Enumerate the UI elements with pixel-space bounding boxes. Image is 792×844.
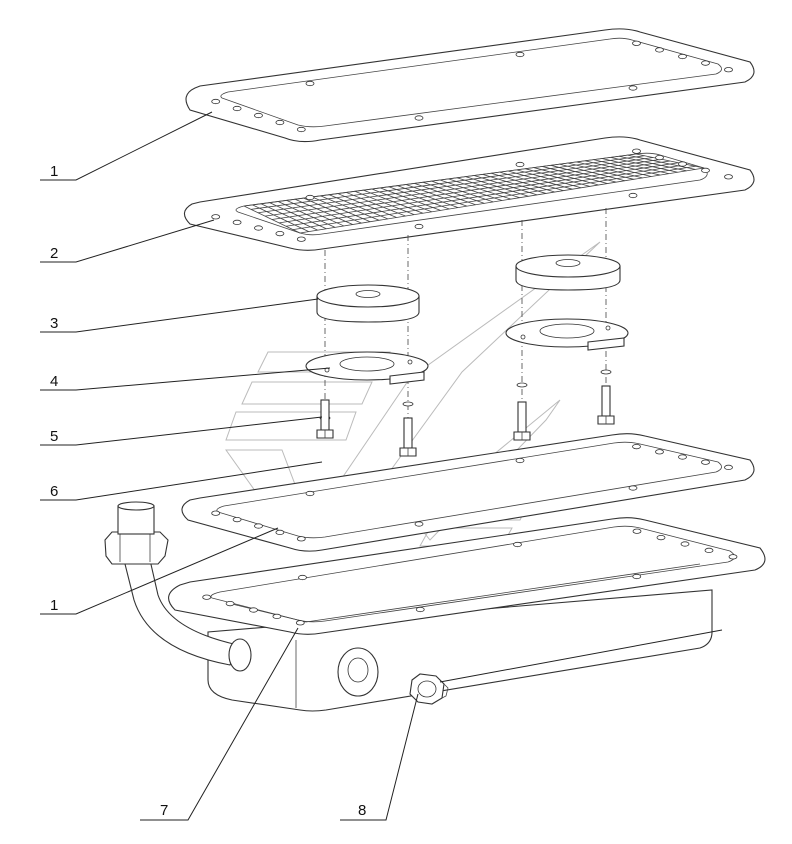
- bolt-hole: [680, 541, 690, 547]
- bolt-hole: [701, 459, 710, 465]
- leader-lines: [40, 111, 723, 821]
- bolt-hole: [254, 523, 263, 529]
- oil-pan: [168, 517, 766, 712]
- bolt-hole: [211, 98, 221, 105]
- bolt: [597, 385, 615, 425]
- bolt-hole: [232, 516, 242, 523]
- bolt-hole: [656, 534, 666, 541]
- bolt-hole: [628, 192, 638, 199]
- bolt-hole: [232, 105, 242, 112]
- bolt-hole: [202, 594, 212, 600]
- lock-washer-right: [505, 318, 629, 351]
- bolt-hole: [628, 485, 638, 491]
- callout-1-lower: 1: [50, 597, 58, 614]
- mesh-line: [271, 160, 671, 220]
- mesh-line: [257, 157, 654, 214]
- bolt-hole: [515, 457, 525, 464]
- bolt-hole: [701, 60, 710, 66]
- bolt-hole: [628, 85, 638, 91]
- callout-8: 8: [358, 802, 366, 819]
- bolt-hole: [678, 53, 687, 60]
- mesh-line: [264, 158, 662, 217]
- bolt-hole: [211, 214, 221, 220]
- bolt: [399, 417, 417, 457]
- callout-5: 5: [50, 428, 58, 445]
- bolt-hole: [305, 80, 315, 87]
- bolt-hole: [655, 155, 664, 161]
- drain-plug: [409, 673, 449, 705]
- bolt: [513, 401, 531, 441]
- callout-1-top: 1: [50, 163, 58, 180]
- mesh-line: [292, 165, 696, 231]
- bolt-hole: [701, 167, 710, 173]
- bolt-shank: [403, 417, 413, 449]
- bolt-hole: [275, 231, 285, 237]
- bolt-hole: [513, 541, 522, 548]
- mesh-line: [299, 167, 705, 234]
- bolt-hole: [515, 161, 525, 168]
- bolt-hole: [678, 454, 687, 460]
- mesh-line: [250, 155, 645, 210]
- bolt-hole: [724, 67, 733, 73]
- bolt-hole: [414, 115, 424, 121]
- bolt-hole: [414, 521, 424, 527]
- bolt-hole: [632, 40, 641, 46]
- bolt-hole: [678, 161, 687, 167]
- bolt-shank: [601, 385, 611, 417]
- bolt-hole: [296, 126, 306, 133]
- bolt-hole: [254, 225, 263, 231]
- lock-washer-left: [305, 351, 429, 385]
- filter-screen: [183, 136, 755, 251]
- bolt-shank: [517, 401, 527, 433]
- bolt-hole: [704, 547, 714, 554]
- bolt-hole: [724, 174, 733, 180]
- mesh-line: [278, 162, 679, 224]
- bolt-hole: [249, 607, 258, 613]
- bolt-hole: [275, 119, 285, 126]
- spacer-right: [515, 254, 621, 291]
- gasket-top: [185, 28, 755, 143]
- callout-labels: 1 2 3 4 5 6 1 7 8: [50, 163, 366, 819]
- bolt-hole: [275, 529, 285, 536]
- mesh-line: [285, 164, 688, 227]
- bolts: [316, 385, 615, 457]
- bolt-shank: [320, 399, 330, 431]
- bolt-hole: [728, 554, 738, 560]
- callout-4: 4: [50, 373, 58, 390]
- bolt-hole: [414, 223, 424, 230]
- bolt-hole: [632, 443, 641, 450]
- callout-2: 2: [50, 245, 58, 262]
- callout-7: 7: [160, 802, 168, 819]
- bolt-hole: [632, 528, 642, 534]
- callout-6: 6: [50, 483, 58, 500]
- bolt-hole: [632, 148, 641, 154]
- bolt-hole: [724, 464, 733, 470]
- bolt-hole: [295, 620, 305, 626]
- callout-3: 3: [50, 315, 58, 332]
- oil-pipe: [104, 501, 252, 672]
- bolt-hole: [225, 600, 235, 607]
- bolt-hole: [272, 613, 282, 620]
- bolt-hole: [232, 219, 242, 225]
- bolt-hole: [632, 573, 642, 580]
- bolt-hole: [305, 490, 315, 497]
- bolt-hole: [655, 449, 664, 455]
- bolt-hole: [305, 194, 315, 201]
- bolt-hole: [298, 574, 307, 581]
- bolt-hole: [211, 510, 221, 516]
- gasket-lower: [181, 433, 755, 552]
- bolt-hole: [296, 536, 306, 542]
- bolt-hole: [415, 606, 425, 613]
- bolt-hole: [254, 112, 263, 119]
- bolt-hole: [296, 236, 306, 242]
- bolt-hole: [655, 47, 664, 53]
- bolt: [316, 399, 334, 439]
- bolt-hole: [515, 51, 525, 58]
- spacer-left: [316, 284, 420, 323]
